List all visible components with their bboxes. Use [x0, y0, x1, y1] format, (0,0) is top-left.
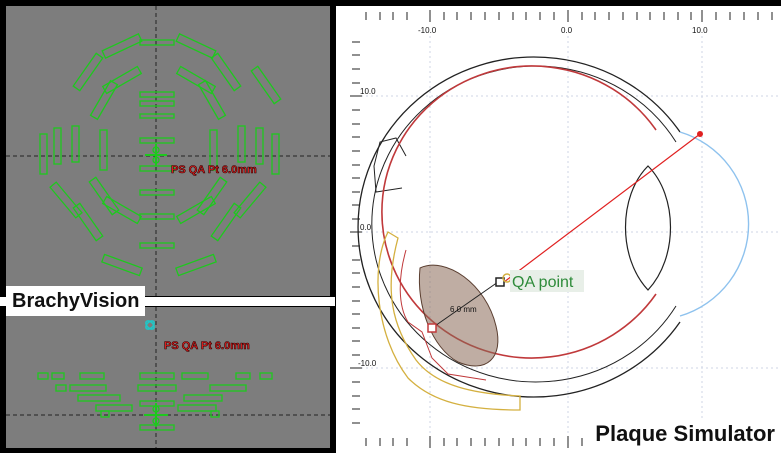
- seed-marker: [196, 176, 228, 216]
- seed-marker: [101, 33, 143, 59]
- seed-marker: [95, 404, 133, 412]
- eye-outer-shell: [357, 56, 681, 398]
- x-tick-label: 10.0: [692, 26, 708, 35]
- seed-marker: [139, 137, 175, 144]
- seed-marker: [255, 127, 264, 165]
- seed-marker: [139, 39, 175, 46]
- seed-layout-top: PS QA Pt 6.0mm: [6, 6, 330, 296]
- brachyvision-title: BrachyVision: [6, 286, 146, 316]
- seed-marker: [53, 127, 62, 165]
- y-tick-label: 0.0: [360, 223, 372, 232]
- qa-point-cross-icon: [152, 156, 160, 164]
- seed-marker: [69, 384, 107, 392]
- y-tick-label: -10.0: [358, 359, 377, 368]
- seed-marker: [139, 213, 175, 220]
- qa-point-label-box: [510, 270, 584, 292]
- seed-marker: [49, 181, 83, 219]
- qa-point-cross-icon: [152, 417, 160, 425]
- view-divider: [0, 297, 335, 306]
- seed-marker: [101, 195, 143, 225]
- qa-axis-line: [503, 133, 701, 283]
- seed-marker: [55, 384, 67, 392]
- brachyvision-top-view[interactable]: PS QA Pt 6.0mm: [6, 6, 330, 296]
- seed-marker: [39, 133, 48, 175]
- seed-marker: [175, 253, 217, 277]
- seed-marker: [139, 100, 175, 107]
- seed-marker: [139, 372, 175, 380]
- retina-contour: [381, 65, 657, 359]
- qa-point-cross-icon: [144, 403, 168, 427]
- seed-marker: [175, 33, 217, 59]
- seed-marker: [71, 125, 80, 163]
- distance-label: 6.0 mm: [450, 305, 477, 314]
- bottom-ruler: [365, 436, 583, 448]
- seed-marker: [175, 65, 217, 95]
- seed-marker: [88, 176, 120, 216]
- plaque-simulator-title: Plaque Simulator: [591, 421, 779, 447]
- seed-marker: [250, 65, 282, 105]
- top-ruler: [365, 10, 773, 22]
- seed-marker: [271, 133, 280, 175]
- x-tick-label: 0.0: [561, 26, 573, 35]
- seed-marker: [137, 384, 177, 392]
- seed-marker: [89, 79, 119, 121]
- cornea: [679, 131, 750, 317]
- seed-marker: [139, 242, 175, 249]
- qa-point-marker-icon: [145, 320, 155, 330]
- seed-layout-side: PS QA Pt 6.0mm: [6, 307, 330, 448]
- seed-marker: [72, 202, 104, 242]
- seed-marker: [175, 195, 217, 225]
- seed-marker: [259, 372, 273, 380]
- tumor: [418, 264, 499, 367]
- seed-marker: [51, 372, 65, 380]
- seed-marker: [233, 181, 267, 219]
- plaque-simulator-view[interactable]: -10.0 0.0 10.0 10.0 0.0 -10.0 6.0 mm QA …: [336, 6, 781, 453]
- lens: [625, 165, 671, 291]
- brachyvision-bottom-view[interactable]: PS QA Pt 6.0mm: [6, 307, 330, 448]
- seed-marker: [209, 384, 247, 392]
- qa-point-label-bottom: PS QA Pt 6.0mm: [164, 340, 250, 352]
- seed-marker: [37, 372, 49, 380]
- qa-point-label-top: PS QA Pt 6.0mm: [171, 164, 257, 176]
- seed-marker: [209, 129, 218, 171]
- seed-marker: [100, 410, 110, 418]
- x-tick-label: -10.0: [418, 26, 437, 35]
- qa-point-cross-icon: [152, 405, 160, 413]
- qa-point-label: QA point: [512, 274, 574, 291]
- seed-marker: [177, 404, 217, 412]
- seed-marker: [101, 65, 143, 95]
- seed-marker: [210, 410, 220, 418]
- seed-marker: [197, 79, 227, 121]
- optic-nerve: [373, 137, 407, 193]
- seed-marker: [72, 52, 104, 92]
- eye-model-plot: -10.0 0.0 10.0 10.0 0.0 -10.0 6.0 mm QA …: [350, 10, 781, 448]
- eye-inner-shell: [371, 65, 677, 383]
- qa-point-cross-icon: [145, 144, 167, 166]
- axis-end-marker: [697, 131, 703, 137]
- qa-point-marker[interactable]: [495, 277, 505, 287]
- plaque-seed-channel: [399, 249, 487, 381]
- seed-marker: [101, 253, 143, 277]
- seed-marker: [139, 113, 175, 119]
- seed-marker: [210, 202, 242, 242]
- seed-marker: [210, 52, 242, 92]
- seed-marker: [139, 91, 175, 98]
- y-tick-label: 10.0: [360, 87, 376, 96]
- seed-marker: [183, 394, 223, 402]
- seed-marker: [77, 394, 121, 402]
- plaque-outline: [377, 231, 521, 411]
- seed-marker: [79, 372, 105, 380]
- plaque-point-marker[interactable]: [427, 323, 437, 333]
- seed-marker: [139, 165, 175, 172]
- seed-marker: [181, 372, 209, 380]
- qa-point-cross-icon: [152, 146, 160, 154]
- seed-marker: [235, 372, 251, 380]
- seed-marker: [99, 129, 108, 171]
- seed-marker: [237, 125, 246, 163]
- seed-marker: [139, 189, 175, 196]
- distance-line: [431, 281, 499, 329]
